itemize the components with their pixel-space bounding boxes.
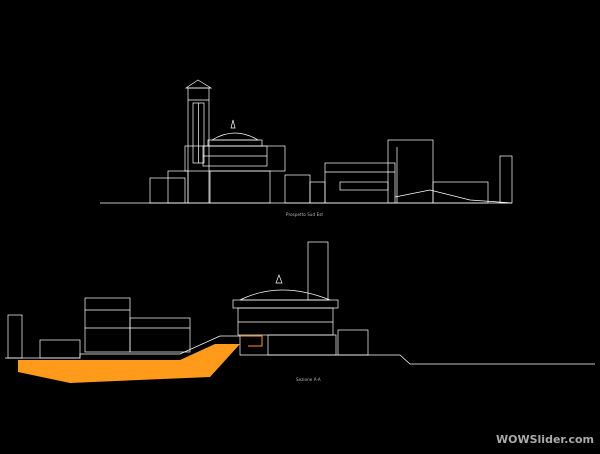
section-caption: Sezione A-A <box>296 377 321 382</box>
left-section-block <box>84 297 131 353</box>
elevation-drawing <box>100 79 513 204</box>
watermark-text: WOWSlider.com <box>496 433 594 446</box>
chapel-section <box>232 241 339 356</box>
tall-block <box>387 139 434 204</box>
elevation-caption: Prospetto Sud Est <box>286 212 324 217</box>
long-wing <box>324 162 396 204</box>
chapel-dome <box>184 119 286 204</box>
section-cut-fill <box>18 344 240 383</box>
section-drawing <box>5 241 595 365</box>
